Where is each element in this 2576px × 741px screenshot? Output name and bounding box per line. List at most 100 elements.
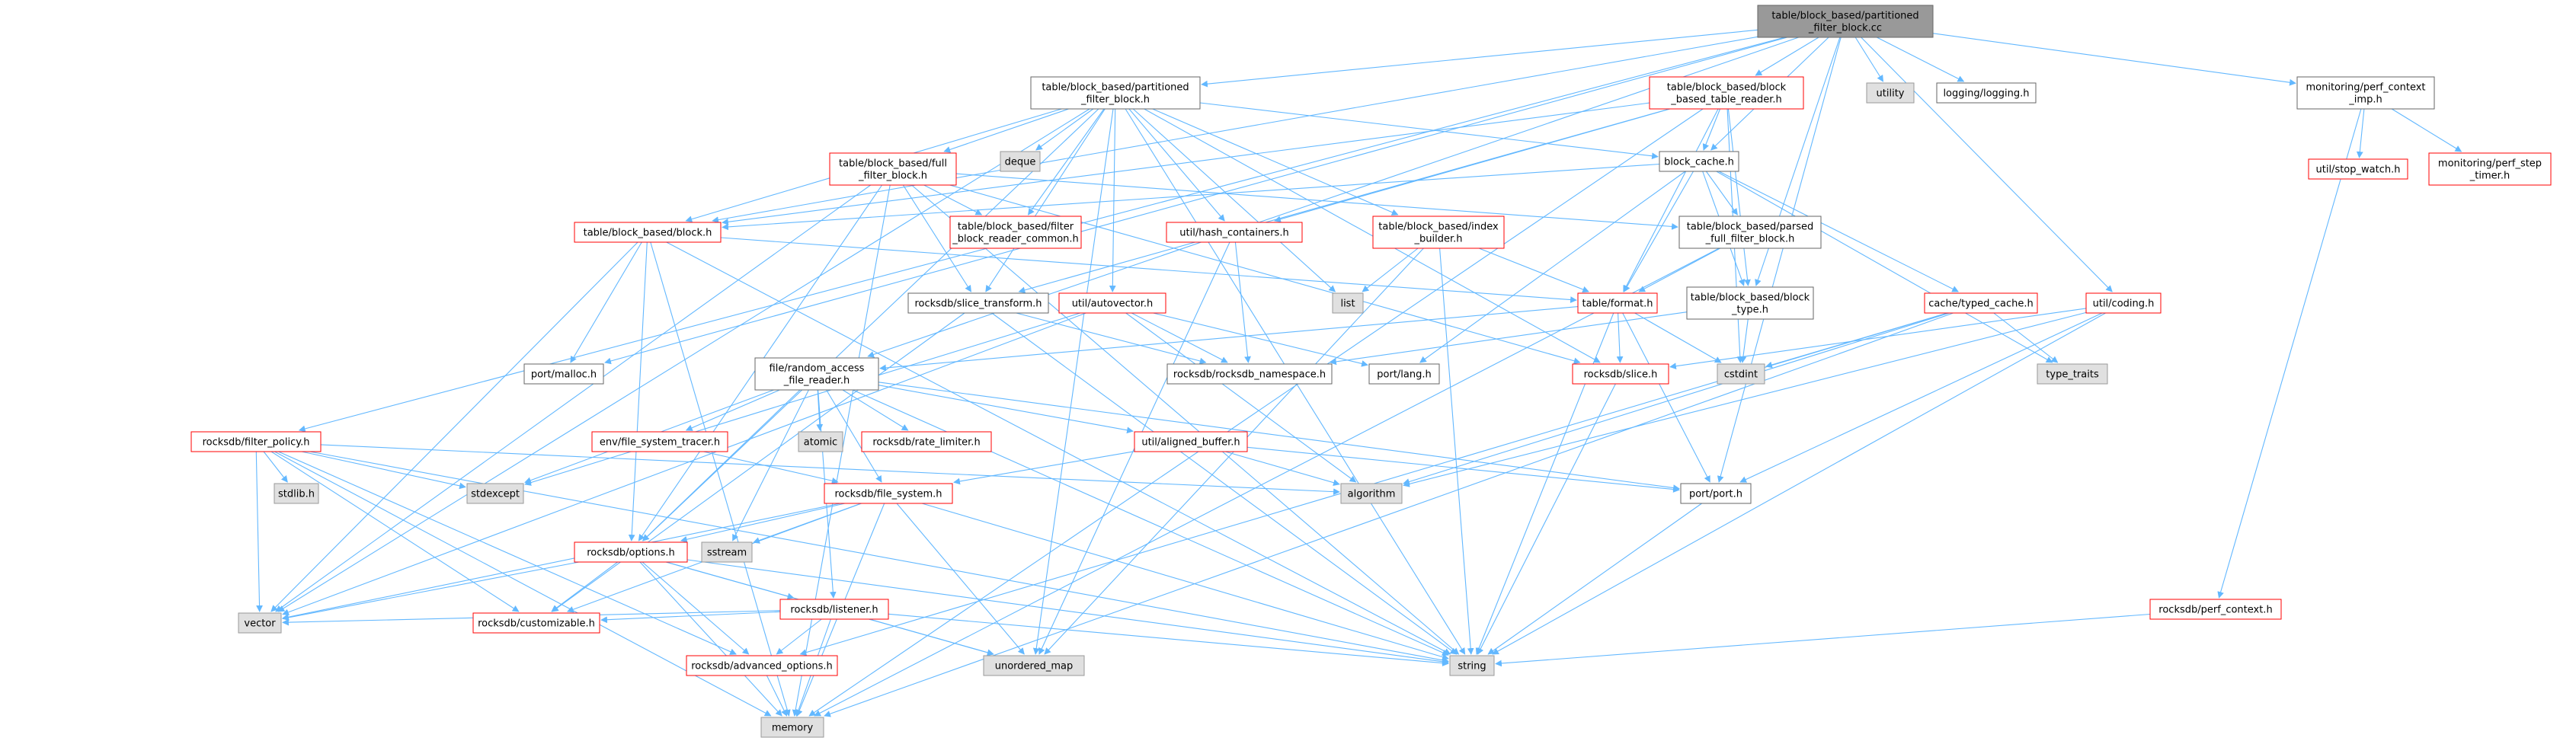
- node-format[interactable]: table/format.h: [1577, 292, 1658, 314]
- node-block_h[interactable]: table/block_based/block.h: [574, 222, 722, 243]
- node-ratelim[interactable]: rocksdb/rate_limiter.h: [861, 431, 992, 452]
- node-perfctx[interactable]: rocksdb/perf_context.h: [2149, 599, 2282, 620]
- edge-filterpol-to-customizable: [270, 451, 520, 612]
- node-box: [1000, 151, 1041, 172]
- node-label: rocksdb/filter_policy.h: [203, 437, 310, 449]
- edge-format-to-portport: [1622, 312, 1710, 483]
- edge-rafr-to-ratelim: [842, 389, 909, 431]
- edge-listener-to-unordered_map: [869, 618, 994, 656]
- node-perfsteptimer[interactable]: monitoring/perf_step_timer.h: [2428, 152, 2552, 186]
- edge-block_h-to-vector: [270, 241, 638, 612]
- node-label: util/coding.h: [2093, 299, 2155, 310]
- edge-advopts-to-memory: [766, 675, 788, 717]
- node-box: [1757, 5, 1934, 38]
- node-box: [1577, 292, 1658, 314]
- node-label: util/hash_containers.h: [1179, 228, 1288, 239]
- node-malloc[interactable]: port/malloc.h: [523, 363, 604, 385]
- node-portlang[interactable]: port/lang.h: [1368, 363, 1440, 385]
- node-hashc[interactable]: util/hash_containers.h: [1166, 222, 1303, 243]
- node-fullfb[interactable]: table/block_based/full_filter_block.h: [829, 152, 957, 186]
- node-sstream[interactable]: sstream: [701, 541, 753, 563]
- node-options[interactable]: rocksdb/options.h: [574, 541, 688, 563]
- node-label: stdlib.h: [278, 489, 315, 500]
- node-label: port/malloc.h: [531, 369, 597, 381]
- node-box: [2308, 158, 2408, 180]
- node-string[interactable]: string: [1449, 655, 1495, 676]
- node-typedcache[interactable]: cache/typed_cache.h: [1924, 292, 2038, 314]
- node-stdexcept[interactable]: stdexcept: [466, 483, 524, 504]
- node-advopts[interactable]: rocksdb/advanced_options.h: [686, 655, 838, 676]
- node-slicet[interactable]: rocksdb/slice_transform.h: [907, 292, 1049, 314]
- node-vector[interactable]: vector: [238, 612, 282, 634]
- node-rocksns[interactable]: rocksdb/rocksdb_namespace.h: [1166, 363, 1333, 385]
- node-envfst[interactable]: env/file_system_tracer.h: [591, 431, 728, 452]
- edge-pfb_h-to-idxb: [1152, 108, 1399, 216]
- node-box: [829, 152, 957, 186]
- node-label: vector: [244, 618, 276, 630]
- node-root[interactable]: table/block_based/partitioned_filter_blo…: [1757, 5, 1934, 38]
- edge-coding-to-string: [1492, 312, 2106, 655]
- node-slice_h[interactable]: rocksdb/slice.h: [1572, 363, 1669, 385]
- node-stdlib[interactable]: stdlib.h: [274, 483, 319, 504]
- node-algorithm[interactable]: algorithm: [1340, 483, 1403, 504]
- node-typetraits[interactable]: type_traits: [2037, 363, 2108, 385]
- node-listener[interactable]: rocksdb/listener.h: [779, 599, 889, 620]
- node-box: [1340, 483, 1403, 504]
- node-stopwatch[interactable]: util/stop_watch.h: [2308, 158, 2408, 180]
- node-label: rocksdb/rocksdb_namespace.h: [1173, 369, 1326, 381]
- node-deque[interactable]: deque: [1000, 151, 1041, 172]
- node-portport[interactable]: port/port.h: [1680, 483, 1752, 504]
- node-label: util/autovector.h: [1072, 299, 1154, 310]
- edge-hashc-to-rocksns: [1234, 241, 1251, 363]
- node-box: [1659, 151, 1739, 172]
- node-label: _filter_block.cc: [1808, 23, 1882, 34]
- node-bbtype[interactable]: table/block_based/block_type.h: [1686, 286, 1814, 320]
- edge-pfb_h-to-slice_h: [1144, 108, 1601, 363]
- edge-rafr-to-alignedbuf: [878, 385, 1134, 434]
- node-unordered_map[interactable]: unordered_map: [983, 655, 1085, 676]
- node-box: [1368, 363, 1440, 385]
- node-rafr[interactable]: file/random_access_file_reader.h: [754, 357, 879, 391]
- node-filesys[interactable]: rocksdb/file_system.h: [824, 483, 953, 504]
- node-box: [1717, 363, 1765, 385]
- node-box: [2037, 363, 2108, 385]
- node-coding[interactable]: util/coding.h: [2085, 292, 2162, 314]
- node-box: [798, 431, 843, 452]
- edge-coding-to-portport: [1739, 312, 2103, 483]
- node-perfctx_imp[interactable]: monitoring/perf_context_imp.h: [2296, 76, 2435, 110]
- node-label: string: [1458, 661, 1486, 672]
- edge-format-to-rafr: [879, 306, 1579, 372]
- node-filterpol[interactable]: rocksdb/filter_policy.h: [190, 431, 322, 452]
- node-block_cache[interactable]: block_cache.h: [1659, 151, 1739, 172]
- node-list[interactable]: list: [1332, 292, 1364, 314]
- edge-block_h-to-format: [720, 237, 1577, 303]
- node-utility[interactable]: utility: [1866, 82, 1915, 104]
- node-box: [1649, 76, 1804, 110]
- node-bbtr[interactable]: table/block_based/block_based_table_read…: [1649, 76, 1804, 110]
- node-customizable[interactable]: rocksdb/customizable.h: [472, 612, 600, 634]
- node-memory[interactable]: memory: [760, 717, 824, 738]
- edge-idxb-to-list: [1362, 248, 1419, 292]
- node-pfb_h[interactable]: table/block_based/partitioned_filter_blo…: [1030, 76, 1201, 110]
- node-box: [779, 599, 889, 620]
- edge-idxb-to-string: [1439, 248, 1474, 655]
- node-pffb[interactable]: table/block_based/parsed_full_filter_blo…: [1678, 216, 1822, 249]
- node-box: [591, 431, 728, 452]
- node-autovec[interactable]: util/autovector.h: [1058, 292, 1166, 314]
- node-idxb[interactable]: table/block_based/index_builder.h: [1372, 216, 1505, 249]
- edge-root-to-logging: [1877, 37, 1965, 82]
- node-box: [1134, 431, 1248, 452]
- edge-coding-to-algorithm: [1403, 311, 2087, 487]
- node-alignedbuf[interactable]: util/aligned_buffer.h: [1134, 431, 1248, 452]
- node-cstdint[interactable]: cstdint: [1717, 363, 1765, 385]
- node-frc[interactable]: table/block_based/filter_block_reader_co…: [949, 216, 1082, 249]
- node-atomic[interactable]: atomic: [798, 431, 843, 452]
- edge-root-to-portport: [1717, 37, 1842, 483]
- node-logging[interactable]: logging/logging.h: [1936, 82, 2037, 104]
- node-label: _imp.h: [2348, 94, 2382, 106]
- edge-filesys-to-string: [921, 503, 1449, 660]
- node-box: [754, 357, 879, 391]
- node-box: [1449, 655, 1495, 676]
- node-label: table/block_based/block: [1667, 82, 1787, 94]
- edge-bbtr-to-slicet: [1018, 108, 1670, 294]
